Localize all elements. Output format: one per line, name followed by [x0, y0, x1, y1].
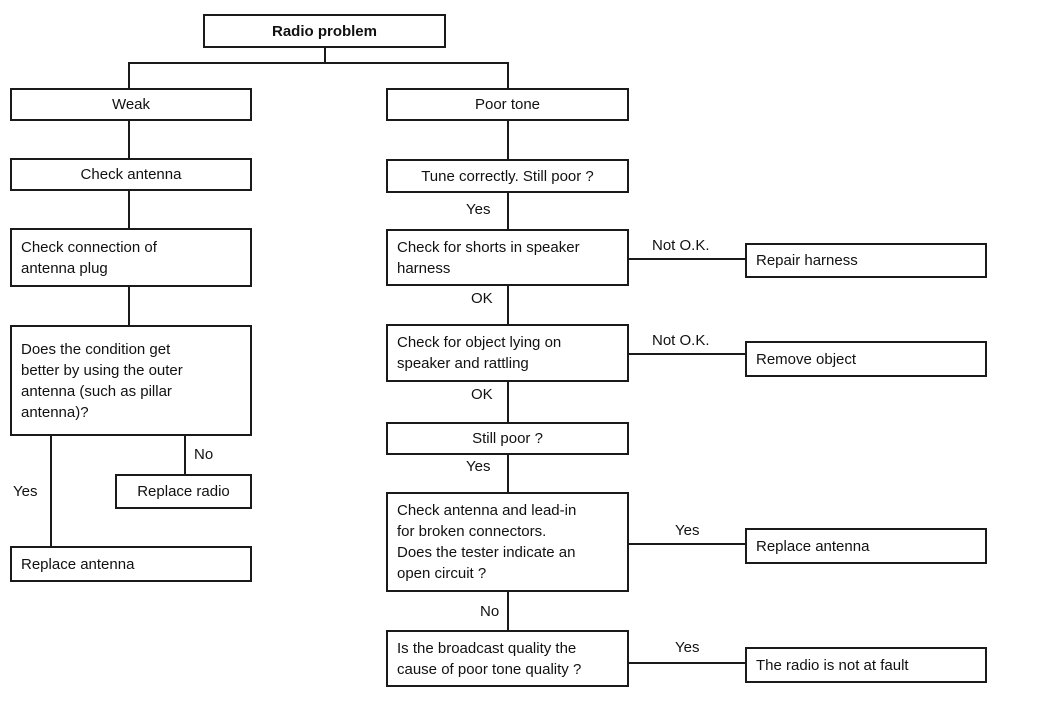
connector-poor-tone-tune	[507, 121, 509, 159]
node-replace-antenna-right: Replace antenna	[745, 528, 987, 564]
edge-label-still-poor-yes: Yes	[466, 458, 491, 475]
connector-root-horizontal	[128, 62, 509, 64]
connector-object-remove-object	[629, 353, 745, 355]
edge-label-condition-yes: Yes	[13, 483, 38, 500]
connector-broadcast-not-at-fault	[629, 662, 745, 664]
node-radio-problem: Radio problem	[203, 14, 446, 48]
connector-shorts-repair-harness	[629, 258, 745, 260]
node-replace-antenna-left: Replace antenna	[10, 546, 252, 582]
connector-to-poor-tone	[507, 62, 509, 88]
node-radio-not-at-fault: The radio is not at fault	[745, 647, 987, 683]
connector-condition-yes	[50, 436, 52, 546]
node-weak: Weak	[10, 88, 252, 121]
edge-label-shorts-ok: OK	[471, 290, 493, 307]
node-replace-radio: Replace radio	[115, 474, 252, 509]
node-poor-tone: Poor tone	[386, 88, 629, 121]
connector-object-still-poor	[507, 382, 509, 422]
connector-shorts-object	[507, 286, 509, 324]
node-check-connection: Check connection of antenna plug	[10, 228, 252, 287]
edge-label-shorts-not-ok: Not O.K.	[652, 237, 710, 254]
node-check-antenna: Check antenna	[10, 158, 252, 191]
edge-label-object-ok: OK	[471, 386, 493, 403]
node-still-poor: Still poor ?	[386, 422, 629, 455]
connector-lead-in-broadcast	[507, 592, 509, 630]
connector-check-antenna-connection	[128, 191, 130, 228]
connector-root-stem	[324, 48, 326, 62]
node-condition-question: Does the condition get better by using t…	[10, 325, 252, 436]
node-check-shorts: Check for shorts in speaker harness	[386, 229, 629, 286]
edge-label-broadcast-yes: Yes	[675, 639, 700, 656]
connector-connection-condition	[128, 287, 130, 325]
edge-label-tune-yes: Yes	[466, 201, 491, 218]
node-repair-harness: Repair harness	[745, 243, 987, 278]
edge-label-lead-in-yes: Yes	[675, 522, 700, 539]
connector-weak-check-antenna	[128, 121, 130, 158]
connector-condition-no	[184, 436, 186, 474]
edge-label-condition-no: No	[194, 446, 214, 463]
connector-tune-shorts	[507, 193, 509, 229]
edge-label-lead-in-no: No	[480, 603, 500, 620]
node-check-object: Check for object lying on speaker and ra…	[386, 324, 629, 382]
edge-label-object-not-ok: Not O.K.	[652, 332, 710, 349]
connector-still-poor-lead-in	[507, 455, 509, 492]
connector-lead-in-replace-antenna	[629, 543, 745, 545]
connector-to-weak	[128, 62, 130, 88]
node-tune-correctly: Tune correctly. Still poor ?	[386, 159, 629, 193]
node-remove-object: Remove object	[745, 341, 987, 377]
node-broadcast-question: Is the broadcast quality the cause of po…	[386, 630, 629, 687]
node-check-lead-in: Check antenna and lead-in for broken con…	[386, 492, 629, 592]
